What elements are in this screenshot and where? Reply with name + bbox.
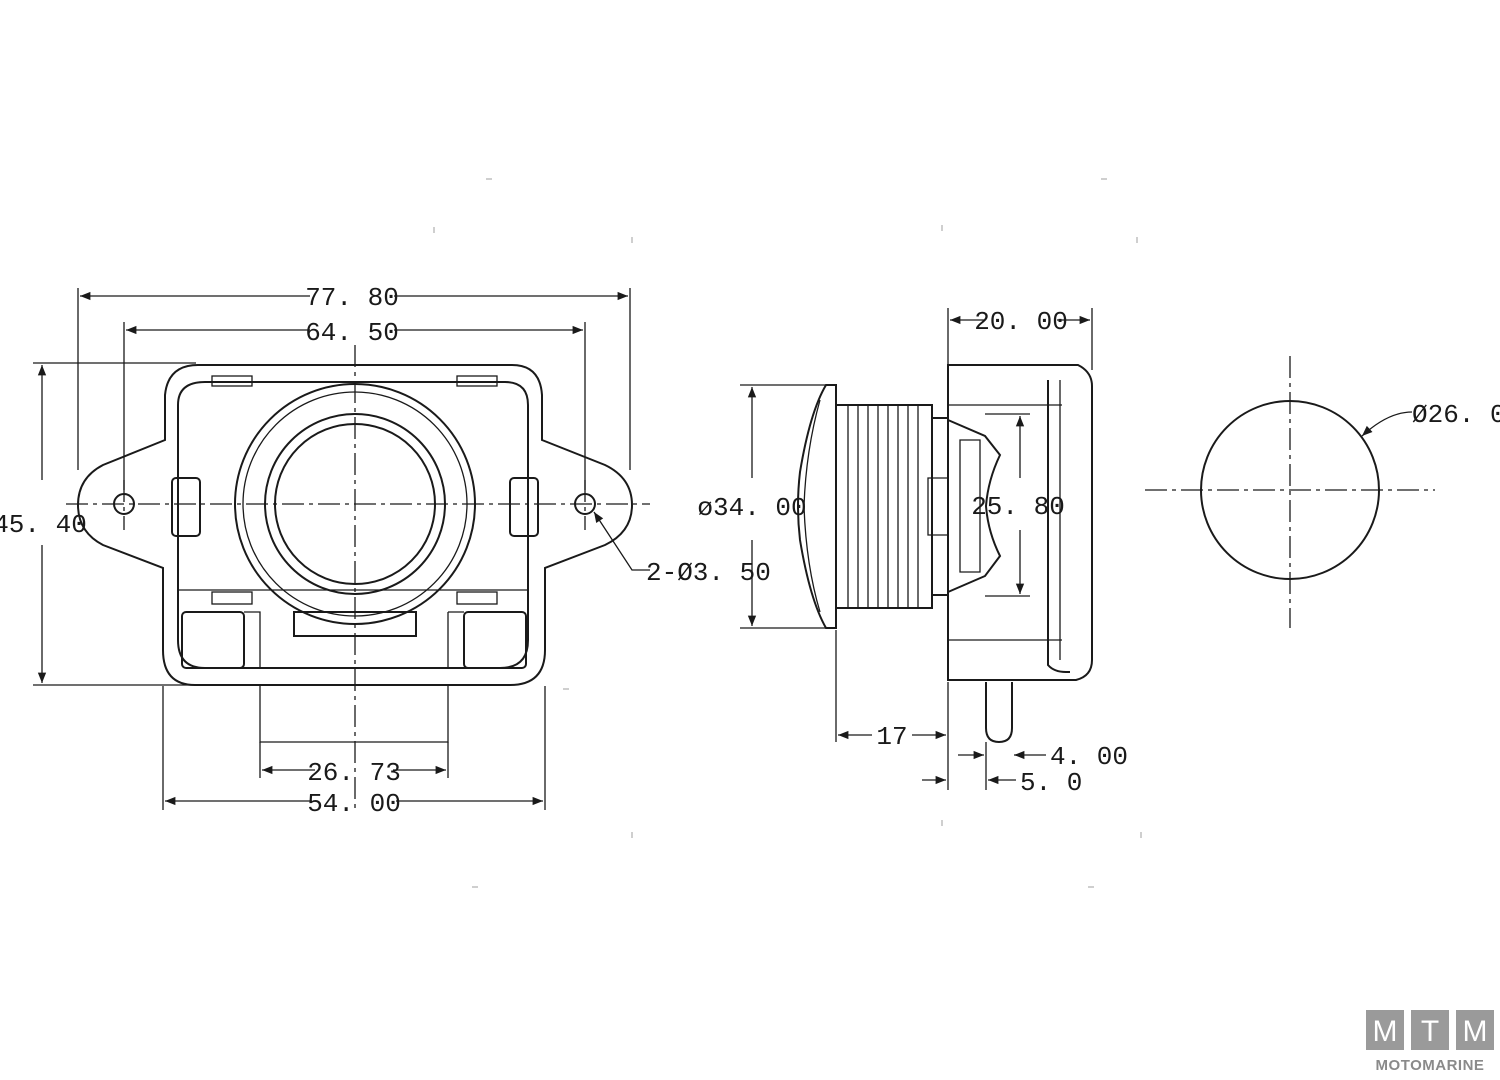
logo-letter-2: T bbox=[1421, 1015, 1439, 1048]
logo-wordmark: MOTOMARINE bbox=[1376, 1057, 1485, 1074]
dim-pin-width: 4. 00 bbox=[1050, 742, 1128, 772]
cutout-view: Ø26. 00 bbox=[1145, 356, 1500, 628]
dim-cutout-diameter: Ø26. 00 bbox=[1412, 400, 1500, 430]
registration-marks bbox=[433, 178, 1142, 888]
motomarine-logo: M T M MOTOMARINE bbox=[1366, 1010, 1494, 1074]
logo-letter-1: M bbox=[1373, 1015, 1398, 1048]
dim-depth: 20. 00 bbox=[974, 307, 1068, 337]
front-view bbox=[66, 345, 650, 810]
dim-mounting-holes: 2-Ø3. 50 bbox=[646, 558, 771, 588]
dim-overall-width: 77. 80 bbox=[305, 283, 399, 313]
side-view-dimensions: 20. 00 ø34. 00 25. 80 17 4. 00 5. 0 bbox=[697, 307, 1128, 798]
dim-pin-offset: 5. 0 bbox=[1020, 768, 1082, 798]
side-view bbox=[797, 364, 1093, 744]
logo-letter-3: M bbox=[1463, 1015, 1488, 1048]
dim-inner-width: 26. 73 bbox=[307, 758, 401, 788]
side-rear-body bbox=[947, 364, 1093, 681]
front-flange-outline bbox=[76, 364, 634, 686]
dim-panel-offset: 17 bbox=[876, 722, 907, 752]
front-view-dimensions: 77. 80 64. 50 45. 40 2-Ø3. 50 26. 73 54.… bbox=[0, 283, 771, 819]
side-bezel bbox=[797, 384, 837, 629]
dim-hole-spacing: 64. 50 bbox=[305, 318, 399, 348]
dim-nut-height: 25. 80 bbox=[971, 492, 1065, 522]
dim-bezel-diameter: ø34. 00 bbox=[697, 493, 806, 523]
dim-body-width: 54. 00 bbox=[307, 789, 401, 819]
dim-height: 45. 40 bbox=[0, 510, 87, 540]
